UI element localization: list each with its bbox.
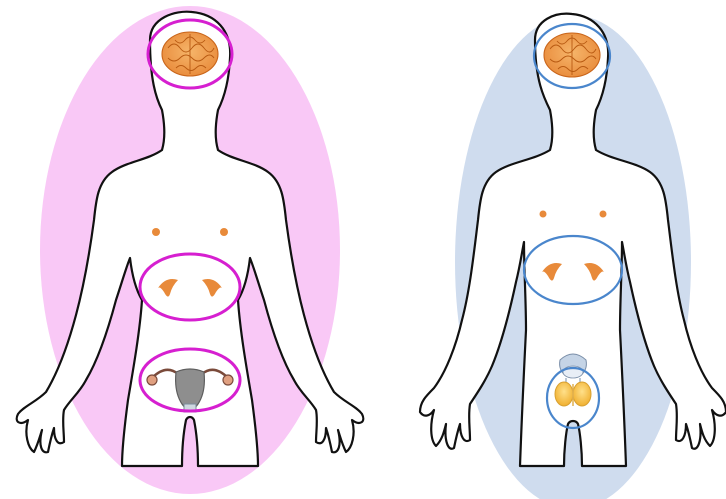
female-nipple-right (220, 228, 228, 236)
female-brain-icon (162, 32, 218, 76)
female-figure (17, 6, 364, 494)
female-nipple-left (152, 228, 160, 236)
male-figure (420, 14, 726, 499)
male-nipple-right (600, 211, 607, 218)
male-brain-icon (544, 33, 600, 77)
male-nipple-left (540, 211, 547, 218)
